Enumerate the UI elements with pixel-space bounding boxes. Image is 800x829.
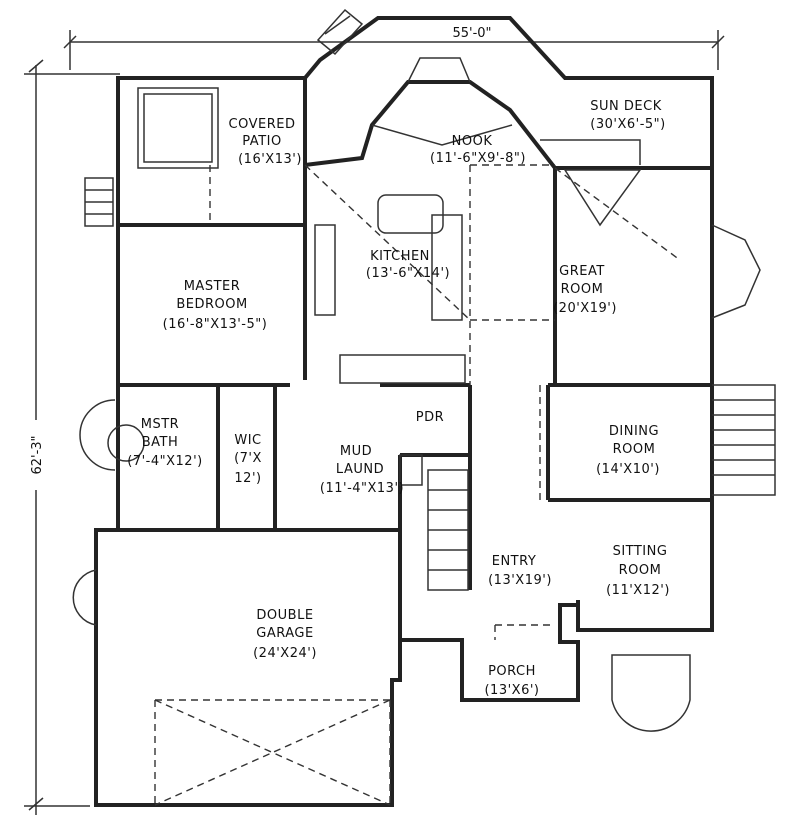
room-double-garage: DOUBLE GARAGE (24'X24') (253, 608, 317, 661)
pdr-name: PDR (416, 410, 444, 425)
nook-name: NOOK (452, 134, 493, 149)
room-mstr-bath: MSTR BATH (7'-4"X12') (127, 417, 202, 469)
mstr-bath-name-1: MSTR (141, 417, 179, 432)
room-mud-laund: MUD LAUND (11'-4"X13') (320, 444, 404, 496)
porch-name: PORCH (488, 664, 536, 679)
kitchen-name: KITCHEN (370, 249, 430, 264)
mud-laund-name-2: LAUND (336, 462, 384, 477)
great-room-size: (20'X19') (553, 301, 617, 316)
double-garage-name-1: DOUBLE (256, 608, 313, 623)
room-dining-room: DINING ROOM (14'X10') (596, 424, 660, 477)
porch-size: (13'X6') (484, 683, 539, 698)
double-garage-name-2: GARAGE (256, 626, 313, 641)
dining-room-name-1: DINING (609, 424, 659, 439)
width-label: 55'-0" (452, 26, 491, 41)
room-wic: WIC (7'X 12') (234, 433, 262, 486)
covered-patio-size: (16'X13') (238, 152, 302, 167)
dining-room-name-2: ROOM (613, 442, 656, 457)
master-bedroom-size: (16'-8"X13'-5") (163, 317, 268, 332)
depth-dimension: 62'-3" (24, 59, 120, 815)
room-nook: NOOK (11'-6"X9'-8") (430, 134, 526, 166)
entry-size: (13'X19') (488, 573, 552, 588)
mud-laund-size: (11'-4"X13') (320, 481, 404, 496)
mstr-bath-name-2: BATH (142, 435, 179, 450)
master-bedroom-name-2: BEDROOM (176, 297, 247, 312)
interior-walls (118, 165, 712, 640)
sun-deck-name: SUN DECK (590, 99, 661, 114)
room-entry: ENTRY (13'X19') (488, 554, 552, 588)
double-garage-size: (24'X24') (253, 646, 317, 661)
room-master-bedroom: MASTER BEDROOM (16'-8"X13'-5") (163, 279, 268, 332)
wic-name: WIC (234, 433, 261, 448)
mstr-bath-size: (7'-4"X12') (127, 454, 202, 469)
covered-patio-name-1: COVERED (229, 117, 296, 132)
entry-name: ENTRY (492, 554, 537, 569)
master-bedroom-name-1: MASTER (184, 279, 241, 294)
dashed-lines (154, 164, 681, 806)
room-kitchen: KITCHEN (13'-6"X14') (366, 249, 450, 281)
sitting-room-size: (11'X12') (606, 583, 670, 598)
room-great-room: GREAT ROOM (20'X19') (553, 264, 617, 316)
covered-patio-name-2: PATIO (242, 134, 281, 149)
room-sitting-room: SITTING ROOM (11'X12') (606, 544, 670, 598)
nook-size: (11'-6"X9'-8") (430, 151, 526, 166)
room-porch: PORCH (13'X6') (484, 664, 539, 698)
room-sun-deck: SUN DECK (30'X6'-5") (590, 99, 665, 132)
sitting-room-name-2: ROOM (619, 563, 662, 578)
plan-features (72, 8, 776, 732)
room-pdr: PDR (416, 410, 444, 425)
wic-size-2: 12') (234, 471, 261, 486)
width-dimension: 55'-0" (63, 24, 725, 70)
exterior-walls (94, 16, 714, 807)
sitting-room-name-1: SITTING (613, 544, 668, 559)
dining-room-size: (14'X10') (596, 462, 660, 477)
great-room-name-2: ROOM (561, 282, 604, 297)
sun-deck-size: (30'X6'-5") (590, 117, 665, 132)
great-room-name-1: GREAT (559, 264, 605, 279)
room-covered-patio: COVERED PATIO (16'X13') (229, 117, 302, 167)
mud-laund-name-1: MUD (340, 444, 372, 459)
depth-label: 62'-3" (30, 435, 45, 474)
kitchen-size: (13'-6"X14') (366, 266, 450, 281)
wic-size-1: (7'X (234, 451, 262, 466)
